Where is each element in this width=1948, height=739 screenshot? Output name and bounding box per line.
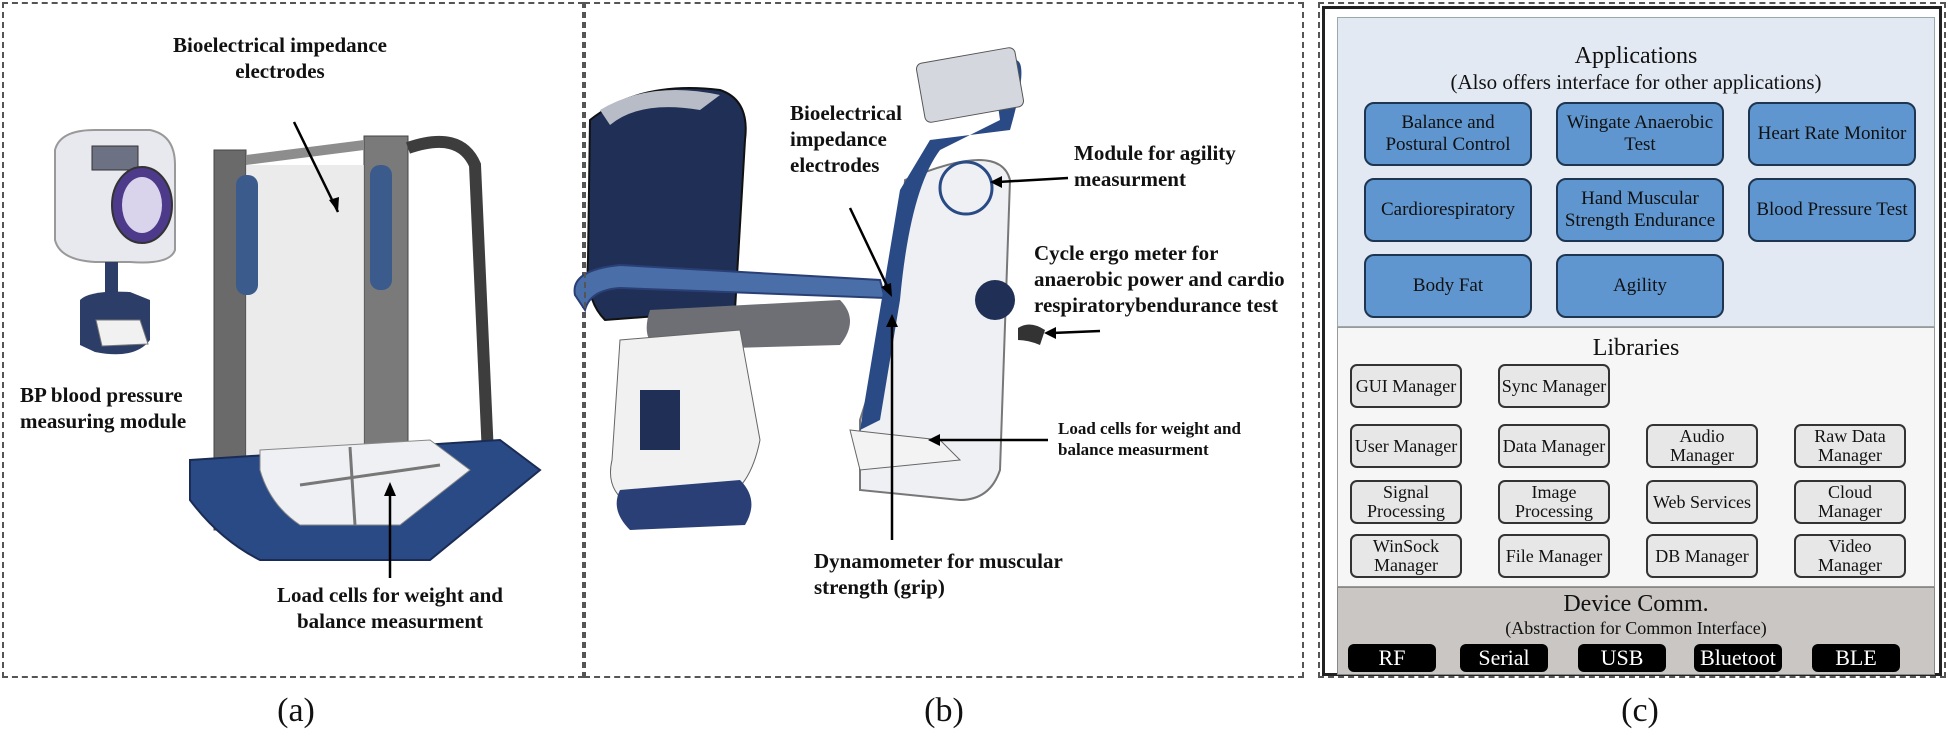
library-box: Image Processing [1498, 480, 1610, 524]
library-box: Data Manager [1498, 424, 1610, 468]
architecture-stack: Applications (Also offers interface for … [1322, 6, 1942, 676]
bia-scale-illustration [189, 135, 542, 561]
panel-b [584, 2, 1304, 678]
arrow-cycle [1051, 329, 1101, 335]
caption-b: (b) [924, 692, 964, 729]
app-box: Wingate Anaerobic Test [1556, 102, 1724, 166]
app-box: Cardiorespiratory [1364, 178, 1532, 242]
label-bia-b: Bioelectrical impedance electrodes [790, 101, 902, 177]
app-box: Agility [1556, 254, 1724, 318]
library-box: Video Manager [1794, 534, 1906, 578]
library-box: File Manager [1498, 534, 1610, 578]
library-box: Web Services [1646, 480, 1758, 524]
library-box: DB Manager [1646, 534, 1758, 578]
bp-module-illustration [54, 129, 176, 355]
device-box-ble: BLE [1812, 644, 1900, 672]
app-box: Blood Pressure Test [1748, 178, 1916, 242]
applications-subtitle: (Also offers interface for other applica… [1450, 70, 1822, 94]
library-box: Signal Processing [1350, 480, 1462, 524]
libraries-title: Libraries [1592, 335, 1680, 361]
arrow-bia-a [292, 121, 340, 213]
device-box-usb: USB [1578, 644, 1666, 672]
cycle-ergometer-illustration [573, 47, 1045, 530]
arrow-agility [997, 176, 1069, 184]
device-box-serial: Serial [1460, 644, 1548, 672]
library-box: GUI Manager [1350, 364, 1462, 408]
library-box: Cloud Manager [1794, 480, 1906, 524]
label-cycle: Cycle ergo meter for anaerobic power and… [1034, 241, 1285, 317]
library-box: Raw Data Manager [1794, 424, 1906, 468]
app-box: Hand Muscular Strength Endurance [1556, 178, 1724, 242]
device-comm-title: Device Comm. [1563, 591, 1709, 617]
label-bia-a: Bioelectrical impedance electrodes [172, 33, 388, 83]
device-comm-subtitle: (Abstraction for Common Interface) [1505, 618, 1767, 638]
caption-c: (c) [1621, 692, 1659, 729]
app-box: Body Fat [1364, 254, 1532, 318]
label-load-b: Load cells for weight and balance measur… [1058, 419, 1241, 459]
label-bp-module: BP blood pressure measuring module [20, 383, 187, 433]
library-box: WinSock Manager [1350, 534, 1462, 578]
arrow-bia-b [848, 207, 891, 291]
panel-c [1318, 2, 1946, 678]
device-box-bluetooth: Bluetoot [1694, 644, 1782, 672]
caption-a: (a) [277, 692, 315, 729]
label-agility: Module for agility measurment [1074, 141, 1236, 191]
library-box: User Manager [1350, 424, 1462, 468]
label-dyna: Dynamometer for muscular strength (grip) [814, 549, 1063, 599]
library-box: Audio Manager [1646, 424, 1758, 468]
library-box: Sync Manager [1498, 364, 1610, 408]
app-box: Heart Rate Monitor [1748, 102, 1916, 166]
label-load-a: Load cells for weight and balance measur… [277, 583, 503, 633]
applications-title: Applications [1574, 43, 1698, 69]
device-box-rf: RF [1348, 644, 1436, 672]
app-box: Balance and Postural Control [1364, 102, 1532, 166]
panel-a [2, 2, 584, 678]
device-comm-layer: Device Comm. (Abstraction for Common Int… [1337, 587, 1935, 675]
libraries-layer: Libraries GUI Manager Sync Manager User … [1337, 327, 1935, 587]
applications-layer: Applications (Also offers interface for … [1337, 17, 1935, 327]
